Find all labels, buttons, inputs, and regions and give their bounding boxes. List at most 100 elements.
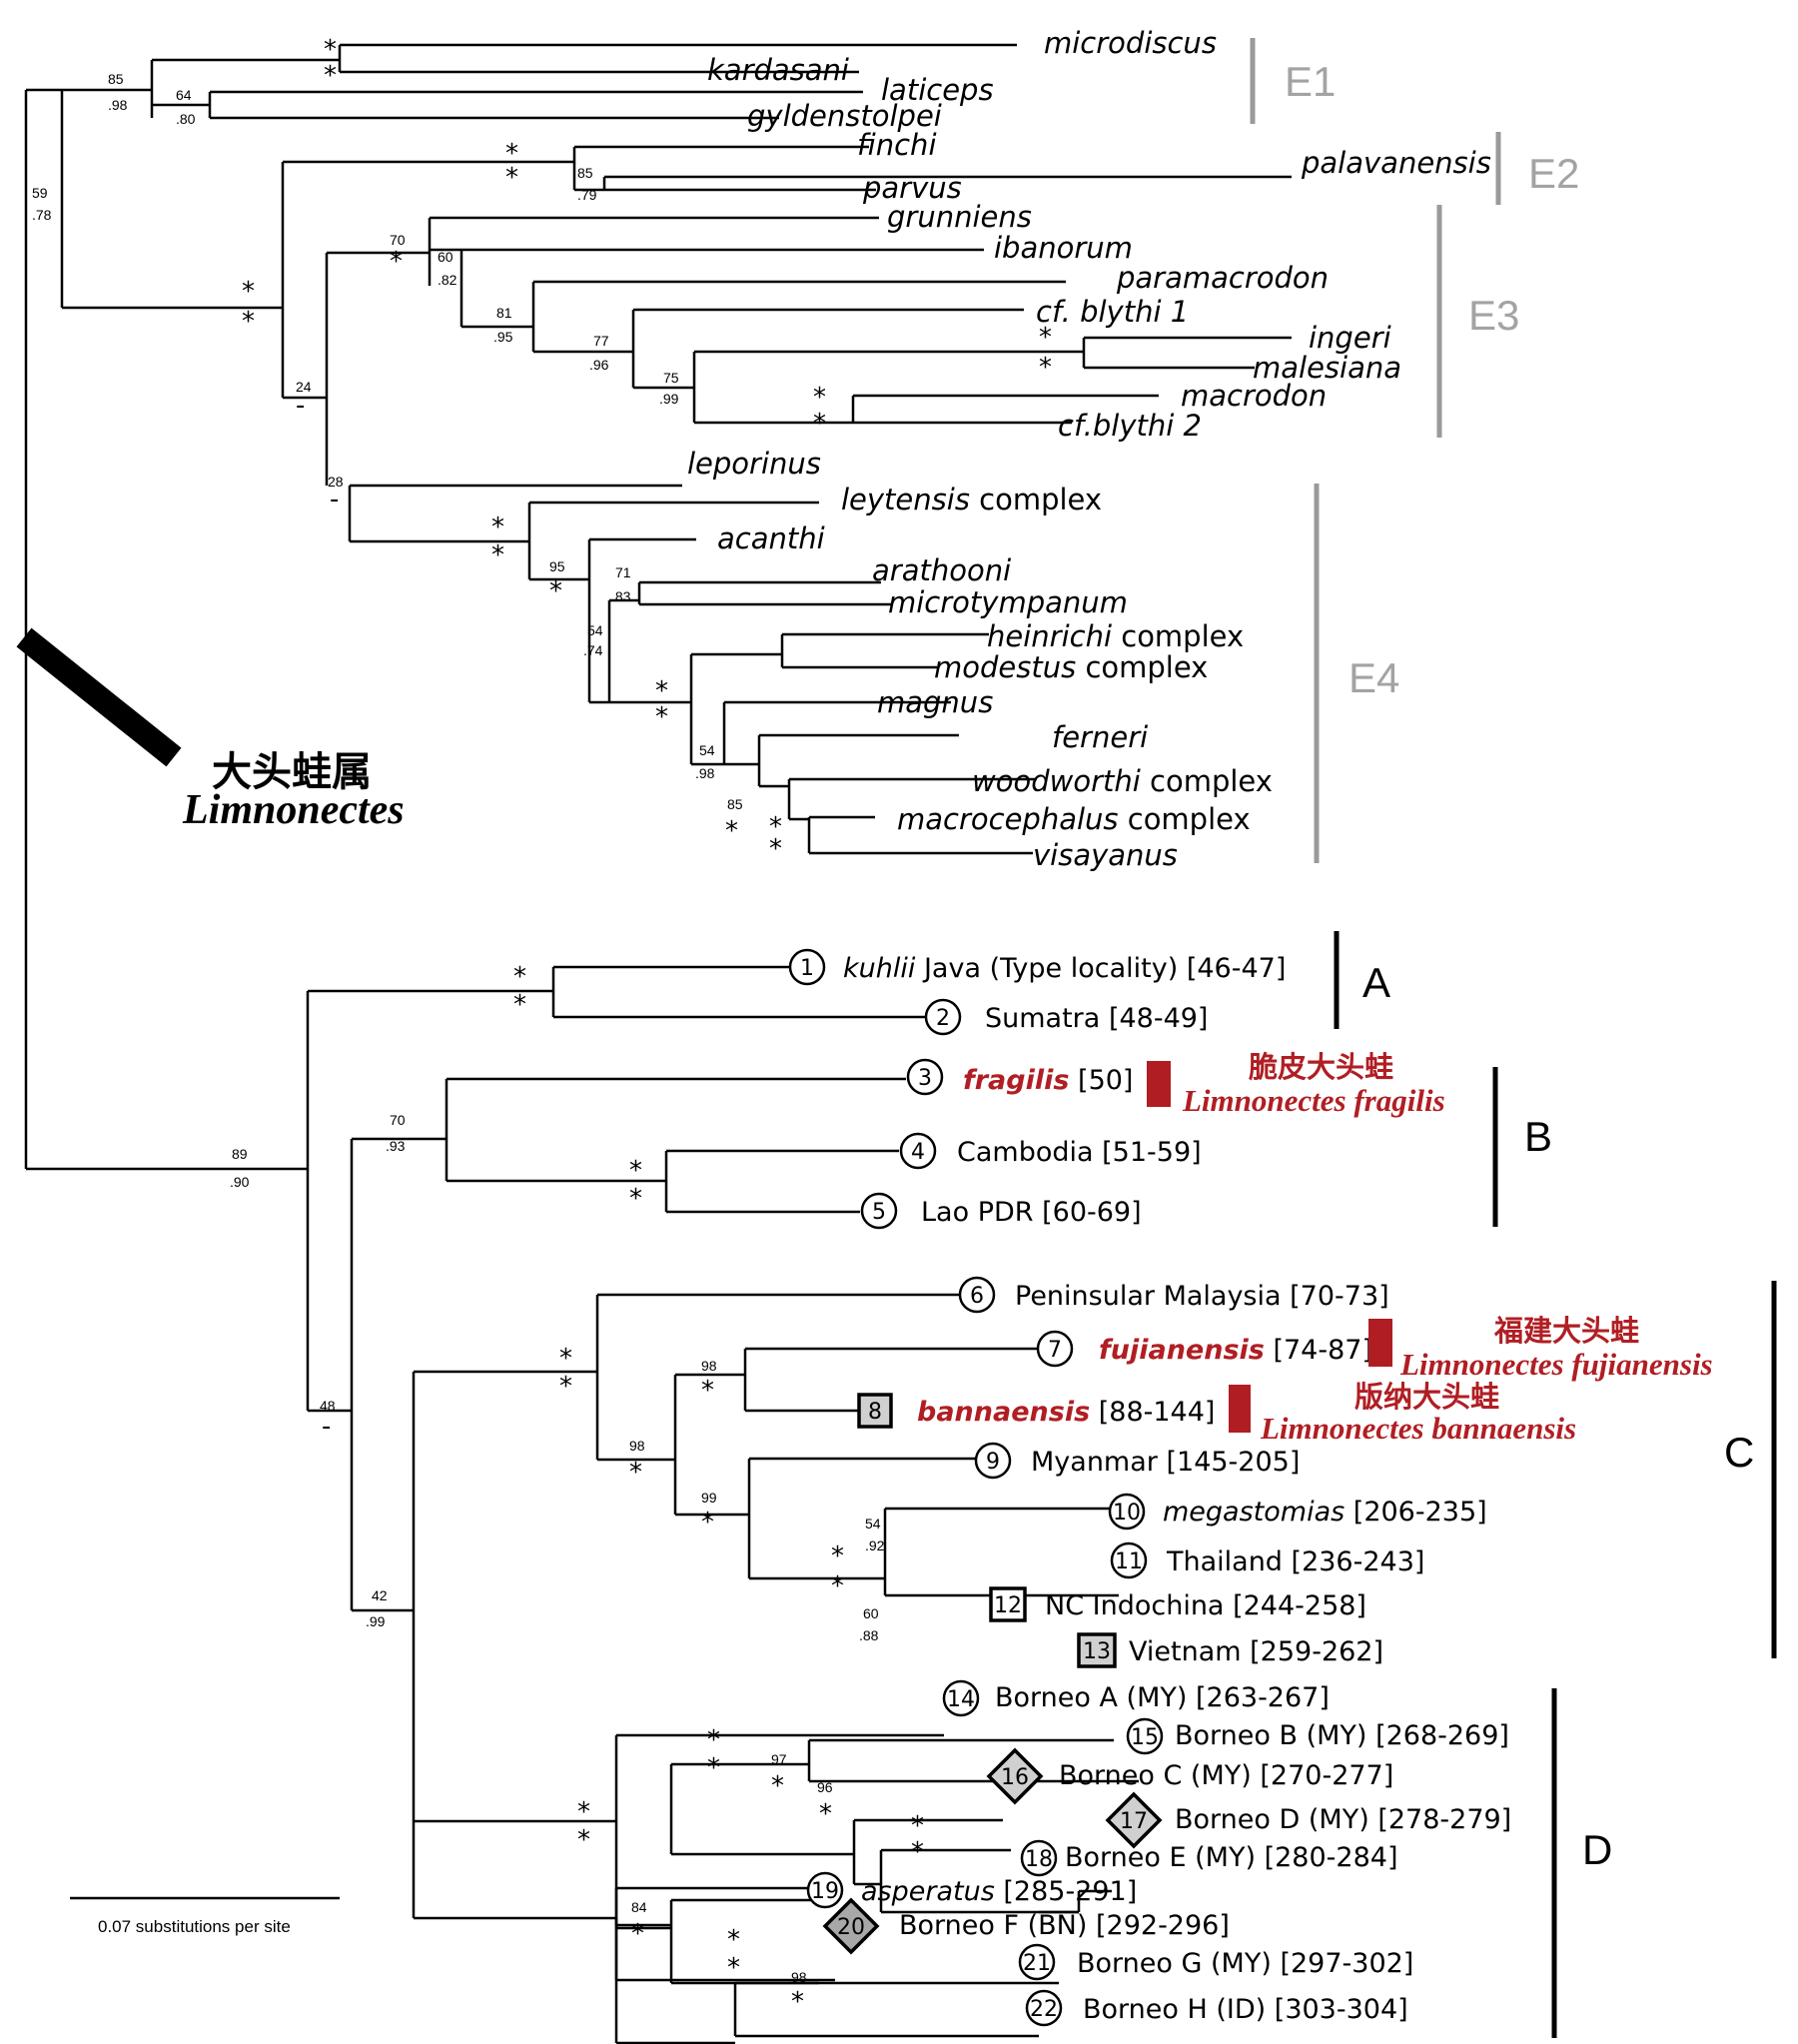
support-dash: - [296,391,305,421]
branch [327,216,879,286]
support-star: * [629,1156,642,1186]
support-value: 28 [328,474,344,490]
branch [807,1738,1139,1783]
support-value: .82 [438,272,457,288]
branch [747,1457,977,1580]
clade-label-a: A [1362,959,1390,1006]
support-star: * [813,409,826,439]
support-value: 54 [865,1516,881,1532]
taxon-label: leytensis complex [841,483,1102,516]
branch [757,733,959,788]
taxon-label: modestus complex [934,650,1208,684]
clade-label-e3: E3 [1468,292,1519,339]
taxon-label: palavanensis [1301,146,1491,180]
lineage-label: megastomias [206-235] [1163,1497,1487,1528]
svg-text:6: 6 [970,1284,984,1309]
support-value: .78 [32,207,52,223]
support-star: * [1039,353,1052,383]
branch [664,1149,899,1214]
lineage-node-diamond: 17 [1105,1791,1163,1849]
highlight-marker-fujianensis [1368,1319,1392,1367]
support-star: * [577,1825,590,1855]
lineage-node-circle: 3 [906,1058,944,1096]
branch [531,280,1066,354]
lineage-node-circle: 5 [860,1192,898,1230]
east-taxa: microdiscus kardasani laticeps gyldensto… [687,26,1491,872]
support-value: 48 [320,1398,336,1414]
support-value: .99 [366,1613,386,1629]
lineage-markers: 1 2 3 4 5 6 7 8 9 10 11 12 13 14 15 16 1… [788,948,1164,2027]
support-value: .88 [859,1627,879,1643]
support-star: * [491,540,504,570]
lineage-node-circle: 21 [1018,1943,1056,1981]
branch [851,394,1159,425]
branch [883,1507,1119,1597]
lineage-label: fragilis [50] [963,1065,1133,1096]
taxon-label: ibanorum [994,231,1133,265]
lineage-label: kuhlii Java (Type locality) [46-47] [843,953,1286,984]
support-star: * [549,576,562,606]
support-star: * [1039,323,1052,353]
support-star: * [242,307,255,337]
svg-text:22: 22 [1030,1997,1058,2022]
support-value: 81 [496,305,512,321]
genus-name-cn: 大头蛙属 [212,749,372,795]
taxon-label: magnus [877,685,993,719]
support-value: 85 [108,71,124,87]
support-value: .80 [176,111,196,127]
taxon-label: laticeps [881,73,994,107]
support-value: 64 [176,87,192,103]
taxon-label: grunniens [887,200,1032,234]
support-value: 98 [701,1358,717,1374]
lineage-node-circle: 6 [958,1276,996,1314]
highlight-fragilis-latin: Limnonectes fragilis [1182,1083,1445,1118]
lineage-node-diamond: 20 [822,1897,880,1955]
support-value: 59 [32,185,48,201]
branch [602,175,1292,192]
taxon-label: gyldenstolpei [747,99,942,133]
support-star: * [505,163,518,193]
lineage-node-circle: 10 [1108,1493,1146,1531]
lineage-label: Borneo A (MY) [263-267] [995,1682,1330,1713]
branch [26,88,64,308]
support-value: 75 [663,370,679,386]
svg-text:18: 18 [1025,1847,1053,1872]
support-value: .93 [386,1138,406,1154]
taxon-label: microdiscus [1044,26,1217,60]
support-value: .98 [108,97,128,113]
lineage-label: Borneo G (MY) [297-302] [1077,1948,1413,1979]
support-star: * [559,1372,572,1402]
clade-label-b: B [1524,1113,1552,1160]
branch [348,484,682,541]
svg-text:5: 5 [872,1200,886,1225]
taxon-label: microtympanum [888,585,1128,619]
species-highlights: 脆皮大头蛙 Limnonectes fragilis 福建大头蛙 Limnone… [1147,1050,1713,1446]
branch [587,537,696,704]
lineage-node-square: 13 [1077,1632,1117,1668]
support-asterisks: * * * * * * * * * * * * * * * * * * * * … [242,35,1052,2017]
svg-text:12: 12 [994,1593,1022,1618]
svg-text:11: 11 [1115,1549,1143,1574]
support-value: .96 [589,357,609,373]
branch [669,1898,835,1928]
lineage-label: NC Indochina [244-258] [1045,1590,1366,1621]
svg-text:13: 13 [1083,1639,1111,1664]
branch [722,700,951,766]
lineage-node-circle: 1 [788,948,826,986]
clade-bars [1250,38,1777,2038]
taxon-label: paramacrodon [1116,261,1329,295]
lineage-label: Borneo H (ID) [303-304] [1083,1994,1408,2025]
clade-label-d: D [1582,1826,1612,1873]
lineage-node-circle: 9 [974,1442,1012,1480]
taxon-label: visayanus [1033,838,1178,872]
branch [306,989,553,1413]
clade-labels: E1 E2 E3 E4 A B C D [1285,58,1754,1873]
branch [673,1373,749,1517]
svg-text:4: 4 [911,1140,925,1165]
branch [152,90,863,120]
support-value: .95 [493,329,513,345]
support-value: 97 [771,1751,787,1767]
branch [780,632,989,669]
support-value: 70 [390,1112,406,1128]
support-star: * [505,139,518,169]
